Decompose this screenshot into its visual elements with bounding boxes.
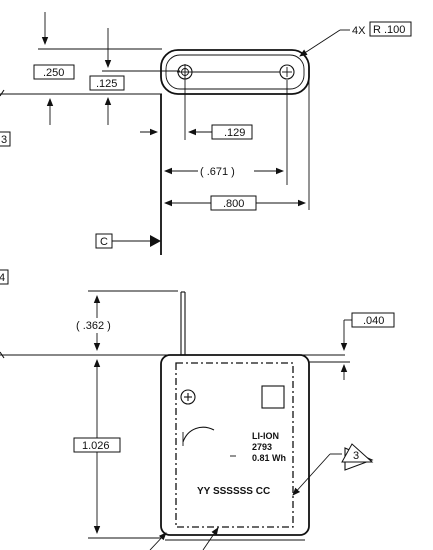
note-flag-3: 3 <box>292 443 374 496</box>
bottom-leader-left <box>149 532 167 550</box>
dim-129-label: .129 <box>224 127 245 139</box>
datum-c: C <box>95 233 161 249</box>
dim-1026-label: 1.026 <box>82 440 110 452</box>
radius-callout: 4X R .100 <box>299 21 412 57</box>
tab-outline <box>160 49 310 95</box>
square-marker <box>261 385 285 409</box>
dim-362-label: ( .362 ) <box>76 320 111 332</box>
label-code: YY SSSSSS CC <box>197 486 270 497</box>
dim-125-box <box>89 75 125 91</box>
section-label-left-bottom: 4 <box>0 269 9 359</box>
dim-250-label: .250 <box>43 67 64 79</box>
label-energy: 0.81 Wh <box>252 453 286 463</box>
bottom-leader-right <box>202 527 219 550</box>
dim-671-label: ( .671 ) <box>200 166 235 178</box>
dim-800-label: .800 <box>223 198 244 210</box>
plus-symbol-icon <box>180 389 196 405</box>
svg-text:4: 4 <box>0 272 5 284</box>
svg-text:C: C <box>100 236 108 248</box>
right-hole-icon <box>279 64 295 80</box>
logo-arc-icon <box>182 426 215 443</box>
battery-body <box>160 354 310 536</box>
left-hole-icon <box>177 64 193 80</box>
label-model: 2793 <box>252 442 272 452</box>
tab-inner-outline <box>165 54 305 90</box>
dim-129-box <box>211 124 253 140</box>
section-label-left-top: 3 <box>0 89 11 147</box>
svg-text:3: 3 <box>353 450 359 462</box>
label-area <box>175 362 294 528</box>
dim-040-label: .040 <box>363 315 384 327</box>
dim-125-label: .125 <box>96 78 117 90</box>
callout-radius: R .100 <box>373 24 405 36</box>
dim-1026-box <box>73 437 121 453</box>
callout-prefix: 4X <box>352 25 366 37</box>
label-chemistry: LI-ION <box>252 431 279 441</box>
svg-text:3: 3 <box>1 134 7 146</box>
dim-800-box <box>210 195 257 211</box>
dim-250-box <box>33 64 75 80</box>
